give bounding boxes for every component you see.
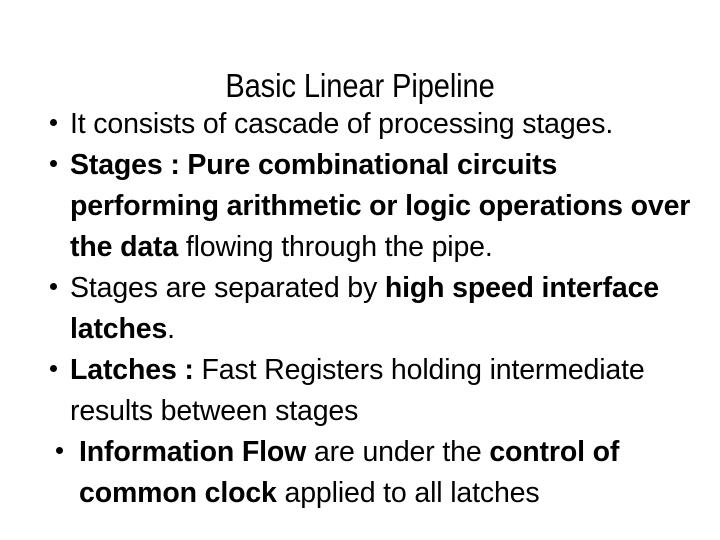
list-item-text: Information Flow are under the control o…: [79, 436, 619, 509]
text-run-normal: flowing through the pipe.: [178, 231, 493, 263]
list-item-text: Stages : Pure combinational circuits per…: [70, 149, 690, 263]
list-item: Information Flow are under the control o…: [30, 432, 702, 514]
bullet-dot-icon: [50, 160, 57, 167]
bullet-dot-icon: [56, 447, 63, 454]
text-run-bold: high speed interface latches: [70, 272, 660, 345]
list-item: Stages are separated by high speed inter…: [30, 268, 702, 350]
text-run-bold: Stages : Pure combinational circuits per…: [70, 149, 691, 263]
list-item-text: Latches : Fast Registers holding interme…: [70, 354, 645, 427]
text-run-normal: .: [167, 313, 175, 345]
list-item: Stages : Pure combinational circuits per…: [30, 145, 702, 268]
page-title: Basic Linear Pipeline: [225, 67, 495, 105]
text-run-bold: Latches :: [70, 354, 194, 386]
text-run-normal: It consists of cascade of processing sta…: [70, 108, 614, 140]
bullet-dot-icon: [50, 119, 57, 126]
list-item: It consists of cascade of processing sta…: [30, 104, 702, 145]
text-run-normal: applied to all latches: [276, 477, 540, 509]
text-run-normal: are under the: [306, 436, 490, 468]
list-item-text: It consists of cascade of processing sta…: [70, 108, 613, 140]
text-run-bold: Information Flow: [79, 436, 307, 468]
list-item: Latches : Fast Registers holding interme…: [30, 350, 702, 432]
text-run-normal: Stages are separated by: [70, 272, 385, 304]
list-item-text: Stages are separated by high speed inter…: [70, 272, 659, 345]
bullet-dot-icon: [50, 283, 57, 290]
text-run-bold: control of common clock: [79, 436, 620, 509]
bullet-list: It consists of cascade of processing sta…: [30, 104, 702, 514]
bullet-dot-icon: [50, 365, 57, 372]
text-run-normal: Fast Registers holding intermediate resu…: [70, 354, 645, 427]
